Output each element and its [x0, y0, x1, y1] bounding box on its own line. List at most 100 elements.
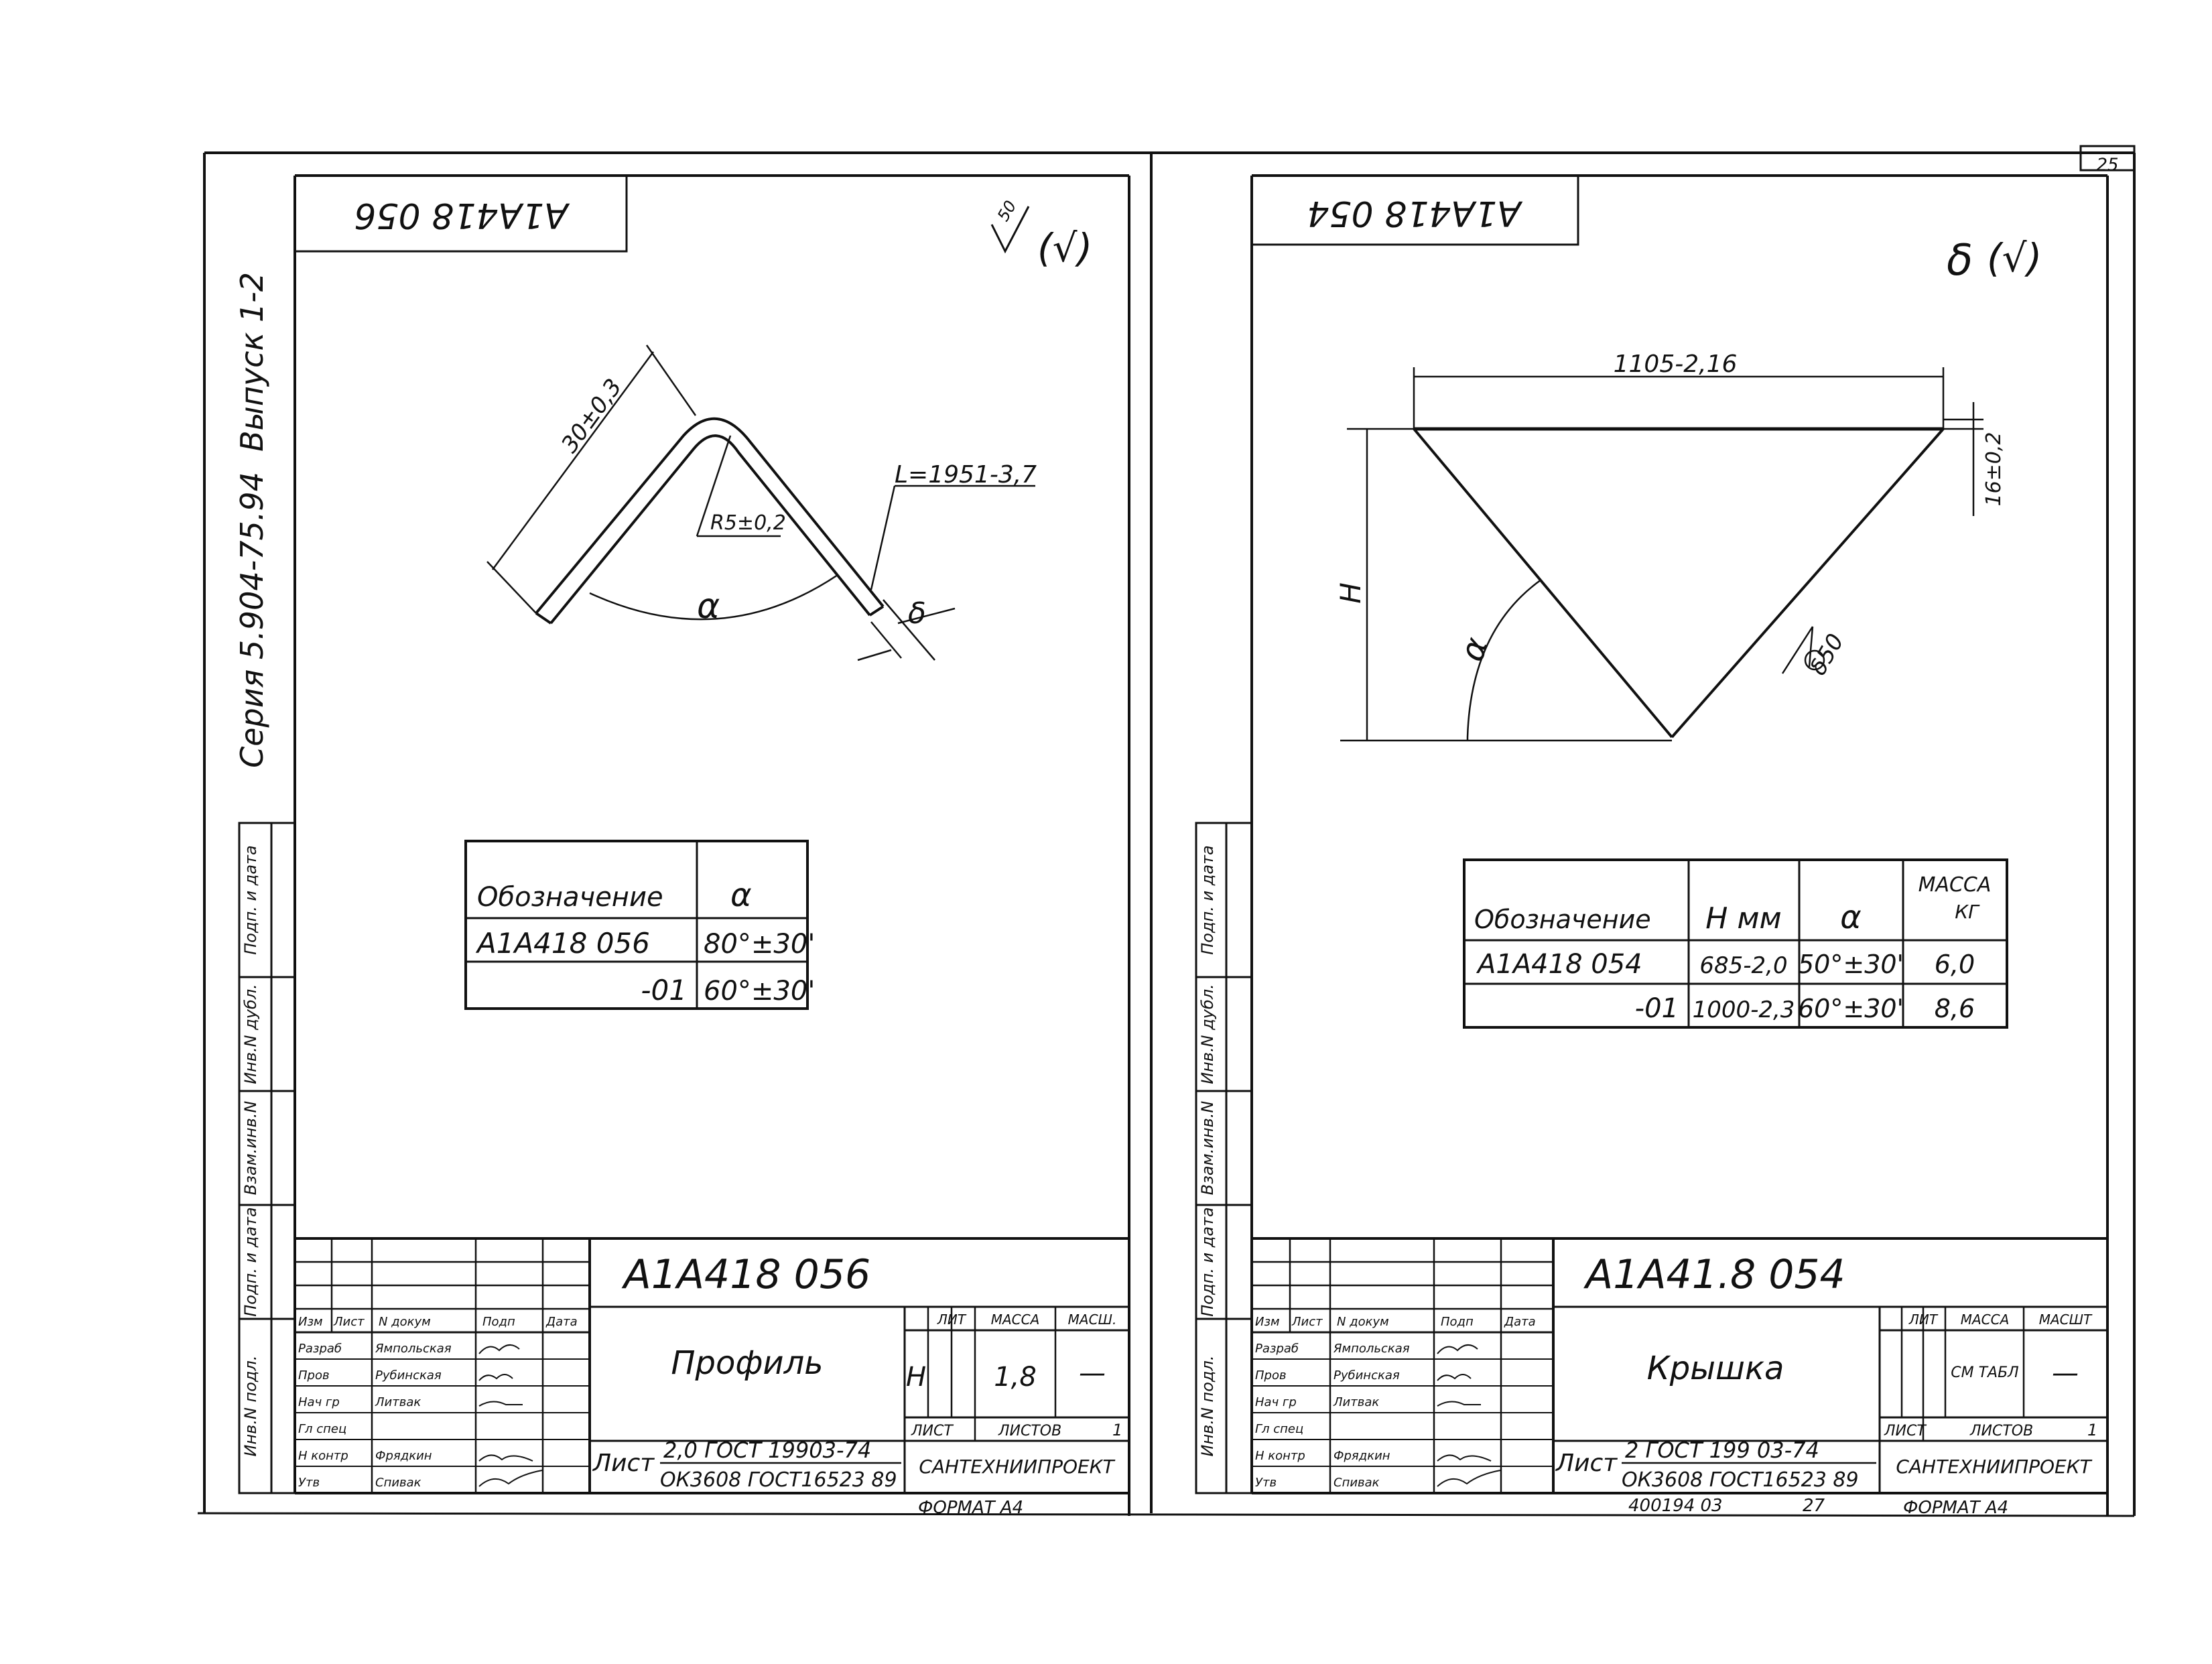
- right-head-col-4: Подп: [1441, 1315, 1474, 1329]
- right-role-6: Утв: [1255, 1476, 1277, 1490]
- left-sheets-label: ЛИСТОВ: [998, 1423, 1061, 1439]
- side-stamp-2: Инв.N дубл.: [241, 984, 260, 1084]
- left-title-block-grid: [295, 1237, 1129, 1493]
- left-person-3: Литвак: [375, 1395, 421, 1409]
- right-sheet: [1195, 174, 2109, 1516]
- left-person-1: Ямпольская: [375, 1342, 452, 1356]
- left-head-col-3: N докум: [379, 1315, 431, 1329]
- right-table-row1-angle: 50°±30': [1798, 950, 1904, 979]
- left-table-row1-angle: 80°±30': [704, 929, 815, 960]
- left-sheets-count: 1: [1112, 1421, 1122, 1439]
- right-table-row2-designation: -01: [1635, 993, 1679, 1024]
- page-number: 25: [2096, 155, 2118, 176]
- right-table-row1-height: 685-2,0: [1699, 952, 1787, 979]
- left-sheet: [238, 174, 1130, 1516]
- right-material-bottom: ОК3608 ГОСТ16523 89: [1622, 1468, 1859, 1492]
- right-height-dim: H: [1334, 582, 1367, 604]
- right-roughness-note: δ: [1947, 236, 1973, 285]
- right-title-block-grid: [1252, 1237, 2107, 1493]
- right-table-header-designation: Обозначение: [1474, 905, 1651, 934]
- left-head-col-1: Изм: [298, 1315, 323, 1329]
- side-stamp-3: Взам.инв.N: [241, 1101, 260, 1196]
- right-table-grid: [1463, 858, 2008, 1029]
- side-stamp-1: Подп. и дата: [241, 845, 260, 955]
- left-angle-label: α: [697, 586, 720, 627]
- left-title-name: Профиль: [671, 1344, 823, 1382]
- right-person-1: Ямпольская: [1333, 1342, 1410, 1356]
- right-org: САНТЕХНИИПРОЕКТ: [1896, 1456, 2092, 1478]
- left-table-grid: [464, 840, 809, 1010]
- right-head-col-3: N докум: [1337, 1315, 1389, 1329]
- right-person-5: Фрядкин: [1333, 1449, 1390, 1463]
- left-flange-dim: 30±0,3: [556, 374, 627, 458]
- left-role-3: Нач гр: [298, 1395, 340, 1409]
- right-table-header-mass: МАССА: [1918, 873, 1992, 897]
- left-length-dim: L=1951-3,7: [895, 461, 1037, 489]
- left-lit-header: ЛИТ: [937, 1311, 967, 1328]
- left-role-2: Пров: [298, 1368, 330, 1383]
- left-roughness-note: 50: [994, 198, 1021, 225]
- right-head-col-2: Лист: [1291, 1315, 1323, 1329]
- left-person-6: Спивак: [375, 1476, 421, 1490]
- left-role-5: Н контр: [298, 1449, 348, 1463]
- right-table-row1-mass: 6,0: [1935, 950, 1975, 979]
- right-role-5: Н контр: [1255, 1449, 1305, 1463]
- right-role-3: Нач гр: [1255, 1395, 1297, 1409]
- left-radius-dim: R5±0,2: [710, 511, 786, 535]
- left-scale-value: —: [1079, 1358, 1106, 1389]
- left-table-row2-designation: -01: [641, 974, 687, 1007]
- left-title-code: A1A418 056: [621, 1251, 870, 1298]
- right-head-col-1: Изм: [1255, 1315, 1280, 1329]
- right-lit-header: ЛИТ: [1908, 1311, 1939, 1328]
- right-role-2: Пров: [1255, 1368, 1287, 1383]
- right-bottom-code: 400194 03: [1628, 1496, 1723, 1516]
- right-roughness-mark: (√): [1987, 235, 2042, 281]
- left-lit-value: Н: [906, 1362, 926, 1393]
- right-list-word: Лист: [1555, 1450, 1618, 1477]
- left-role-6: Утв: [298, 1476, 320, 1490]
- right-scale-value: —: [2052, 1358, 2079, 1389]
- left-person-5: Фрядкин: [375, 1449, 432, 1463]
- right-mass-header: МАССА: [1961, 1311, 2010, 1328]
- left-scale-header: МАСШ.: [1068, 1311, 1117, 1328]
- left-head-col-2: Лист: [333, 1315, 365, 1329]
- right-angle-label: α: [1452, 632, 1496, 666]
- right-mass-value: СМ ТАБЛ: [1951, 1364, 2018, 1381]
- right-person-2: Рубинская: [1333, 1368, 1400, 1383]
- right-role-4: Гл спец: [1255, 1422, 1303, 1436]
- right-side-stamp-5: Инв.N подл.: [1198, 1356, 1217, 1457]
- left-person-2: Рубинская: [375, 1368, 442, 1383]
- right-width-dim: 1105-2,16: [1614, 350, 1738, 378]
- left-roughness-mark: (√): [1037, 225, 1092, 271]
- left-table-header-designation: Обозначение: [477, 882, 663, 913]
- right-side-stamp-1: Подп. и дата: [1198, 845, 1217, 955]
- outer-frame: [197, 145, 2136, 1517]
- side-stamp-5: Инв.N подл.: [241, 1356, 260, 1457]
- right-rim-dim: 16±0,2: [1982, 432, 2006, 506]
- profile-drawing: [486, 344, 1035, 661]
- left-org: САНТЕХНИИПРОЕКТ: [919, 1456, 1115, 1478]
- right-table-header-angle: α: [1840, 899, 1862, 936]
- right-title-code: A1A41.8 054: [1583, 1251, 1845, 1298]
- left-list-word: Лист: [592, 1450, 655, 1477]
- left-head-col-5: Дата: [545, 1315, 578, 1329]
- right-role-1: Разраб: [1255, 1342, 1299, 1356]
- right-material-top: 2 ГОСТ 199 03-74: [1625, 1437, 1819, 1463]
- right-format: ФОРМАТ А4: [1903, 1498, 2008, 1518]
- right-signature-marks: [1437, 1344, 1501, 1487]
- right-side-stamp-4: Подп. и дата: [1198, 1207, 1217, 1317]
- right-side-stamp-3: Взам.инв.N: [1198, 1101, 1217, 1196]
- right-bottom-num: 27: [1803, 1496, 1825, 1516]
- left-table-row2-angle: 60°±30': [704, 976, 815, 1007]
- right-sheet-label: ЛИСТ: [1884, 1423, 1927, 1439]
- left-format: ФОРМАТ А4: [918, 1498, 1023, 1518]
- cover-drawing: [1340, 367, 1983, 742]
- left-head-col-4: Подп: [482, 1315, 515, 1329]
- left-mass-header: МАССА: [991, 1311, 1040, 1328]
- left-role-4: Гл спец: [298, 1422, 346, 1436]
- right-table-header-height: H мм: [1705, 901, 1781, 936]
- left-signature-marks: [478, 1344, 543, 1487]
- left-roughness-symbol: [990, 206, 1030, 254]
- right-table-header-kg: КГ: [1955, 901, 1980, 923]
